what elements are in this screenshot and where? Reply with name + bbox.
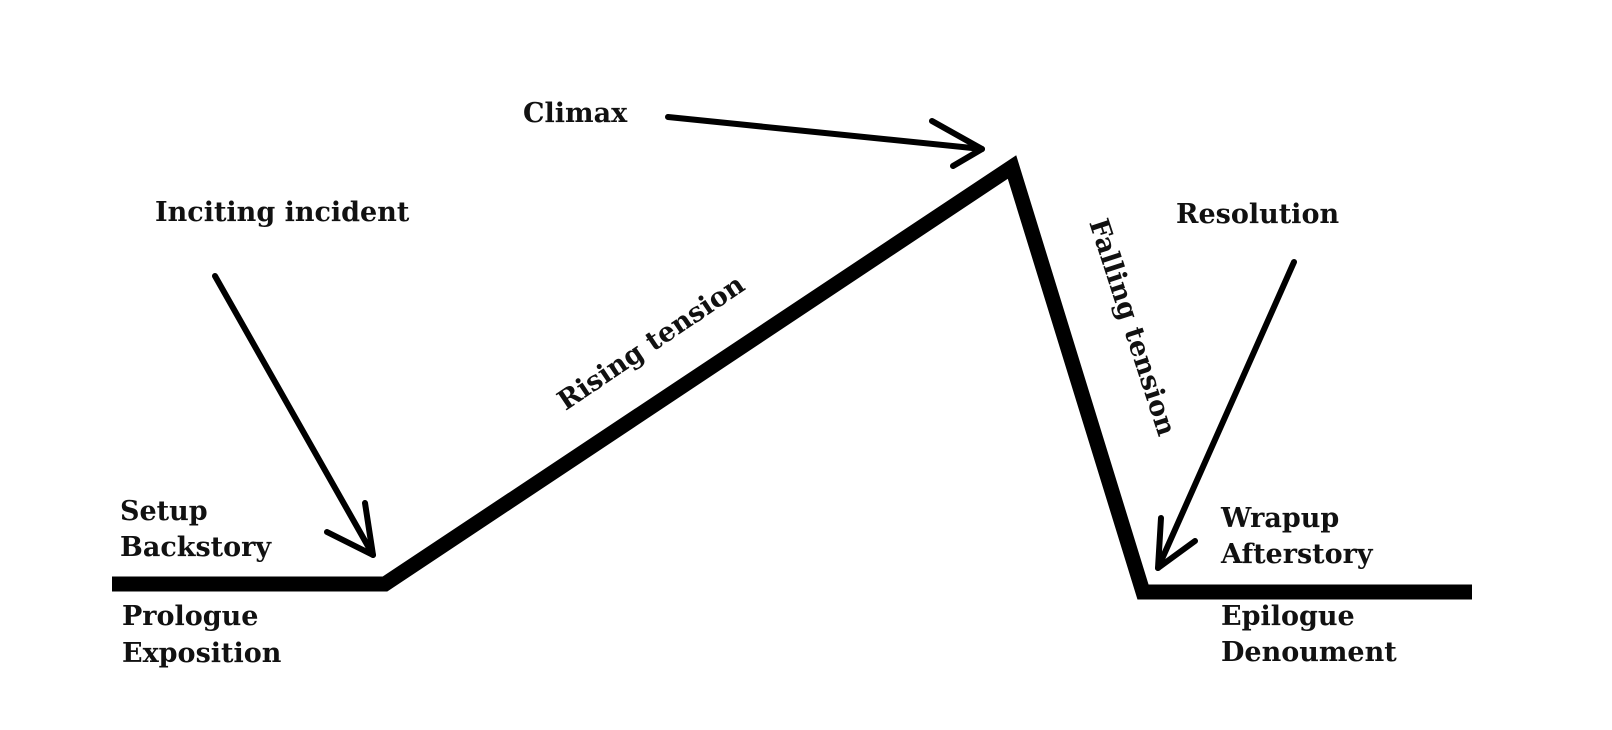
falling-tension-label: Falling tension — [1082, 215, 1182, 440]
inciting-incident-arrow — [212, 273, 376, 558]
climax-arrow — [665, 114, 985, 169]
resolution-arrow — [1155, 259, 1297, 571]
climax-label: Climax — [523, 98, 628, 129]
afterstory-label: Afterstory — [1220, 539, 1374, 570]
plot-arc-line — [112, 155, 1472, 600]
denoument-label: Denoument — [1221, 637, 1397, 668]
epilogue-label: Epilogue — [1221, 601, 1355, 632]
inciting-incident-label: Inciting incident — [155, 197, 410, 228]
wrapup-label: Wrapup — [1220, 503, 1339, 534]
resolution-label: Resolution — [1176, 199, 1339, 230]
prologue-label: Prologue — [122, 601, 259, 632]
backstory-label: Backstory — [120, 532, 272, 563]
setup-label: Setup — [120, 496, 208, 527]
exposition-label: Exposition — [122, 638, 282, 669]
rising-tension-label: Rising tension — [552, 269, 751, 417]
